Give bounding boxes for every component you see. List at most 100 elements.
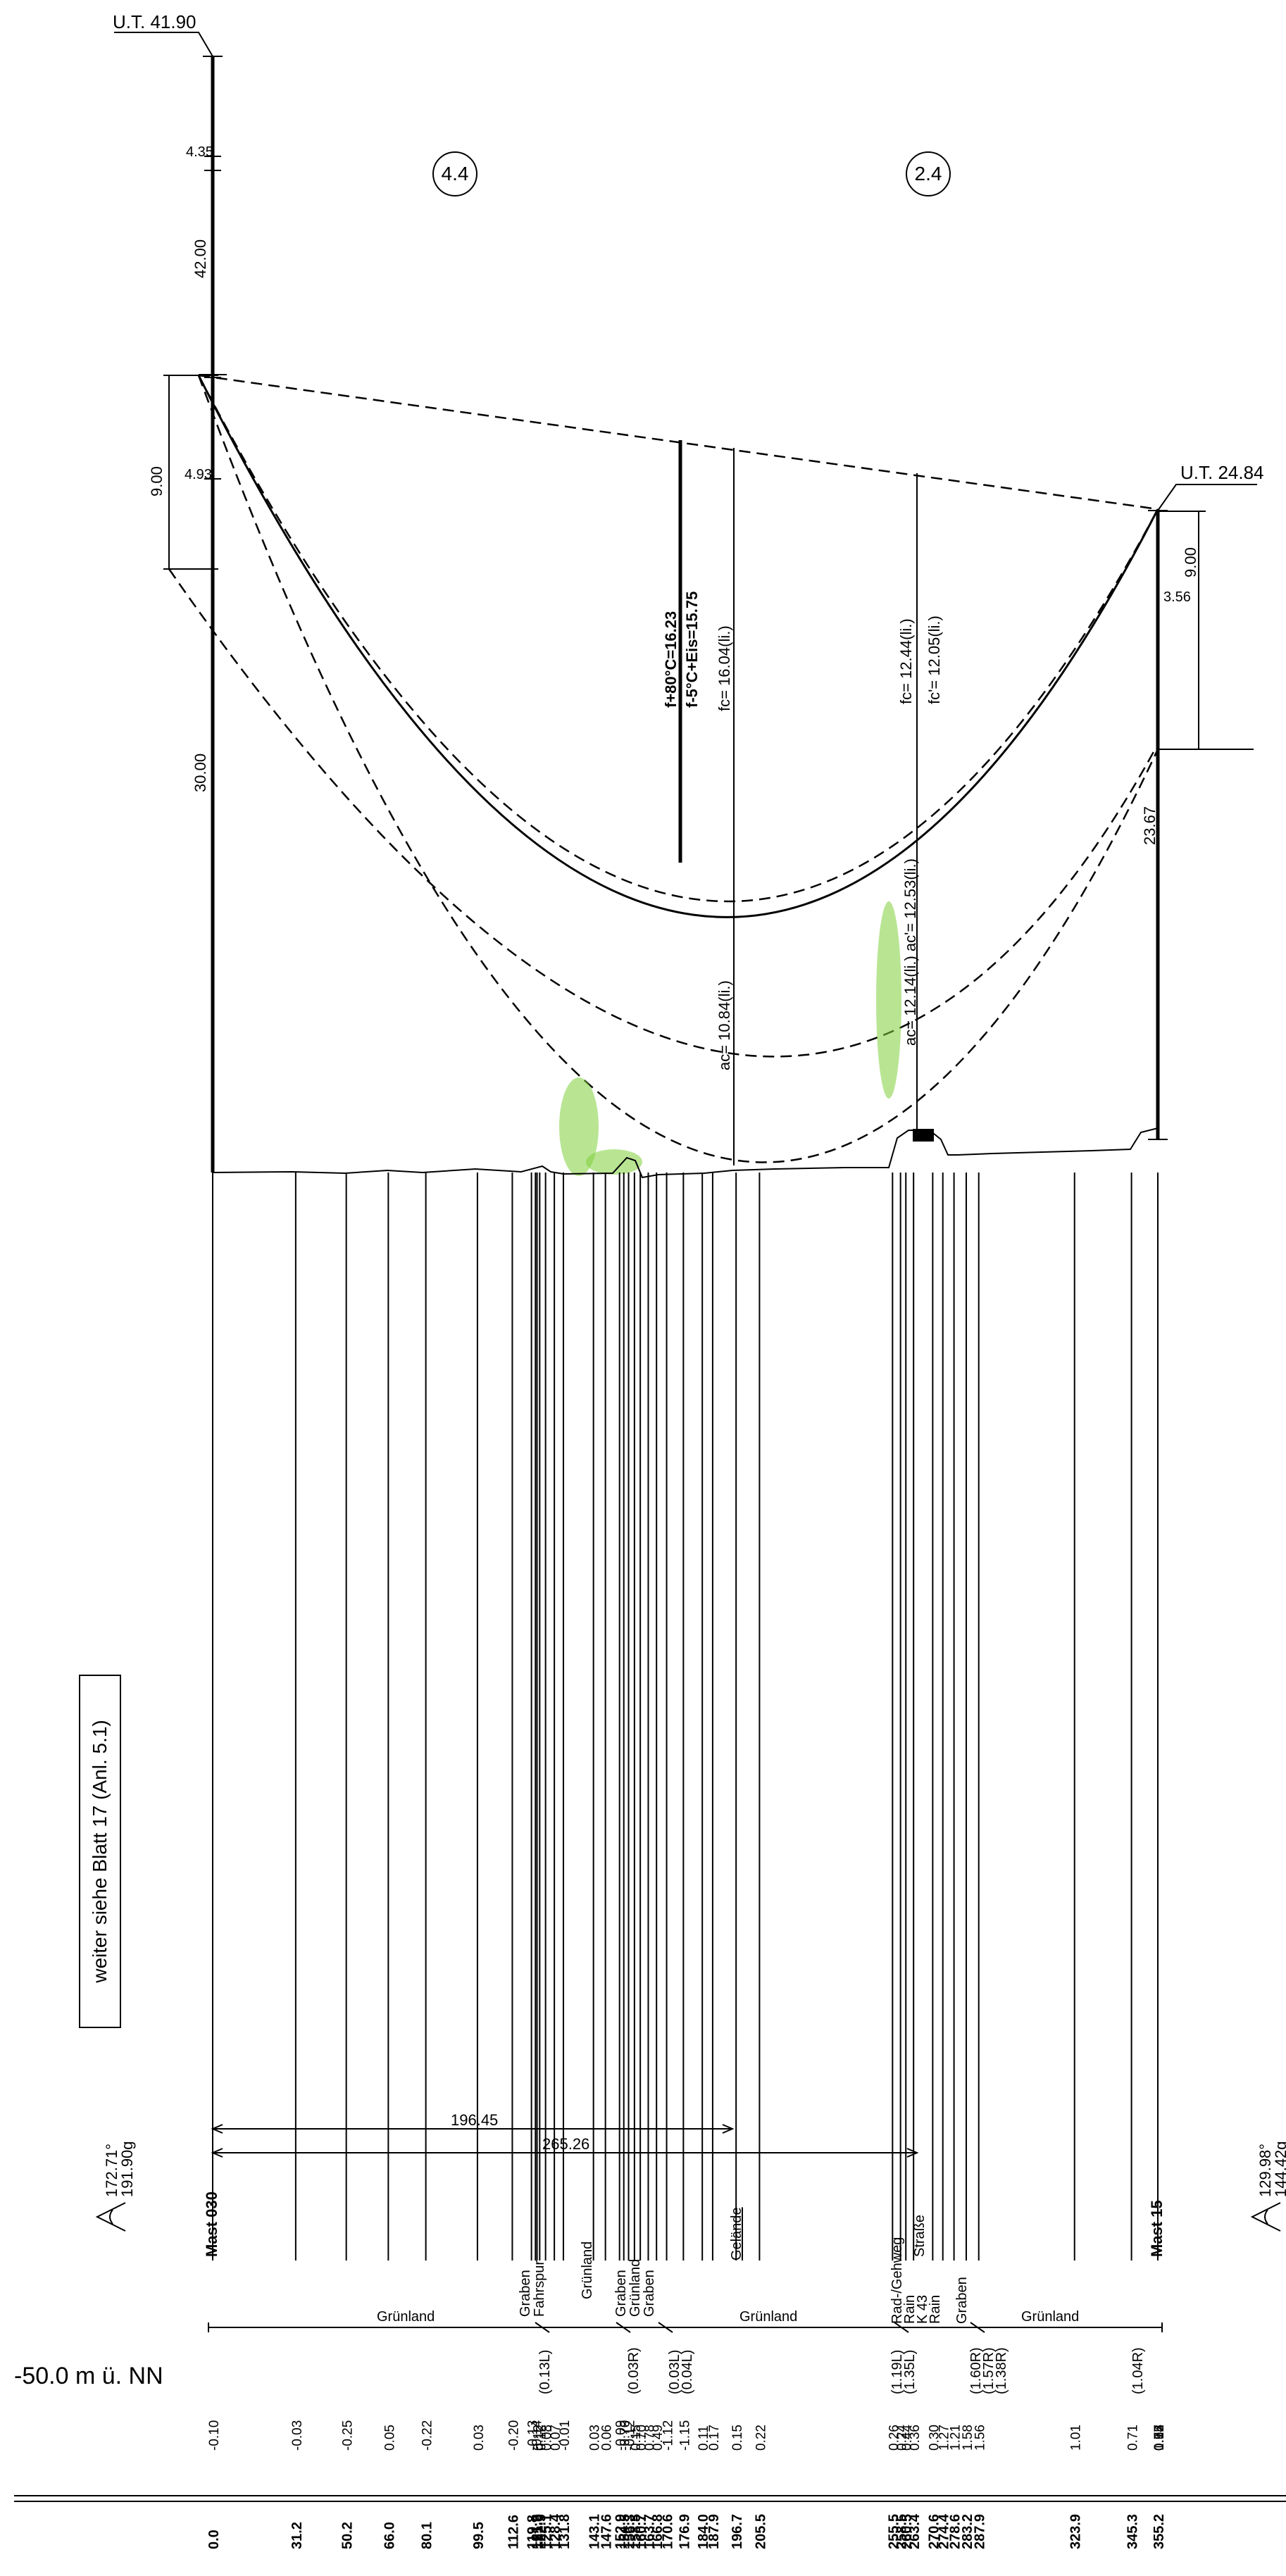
station-value: 119.8 — [525, 2515, 541, 2549]
elevation-diff-value: 0.15 — [629, 2425, 644, 2451]
elevation-diff-value: 0.24 — [895, 2425, 910, 2451]
elevation-diff-value: 1.21 — [949, 2425, 963, 2451]
station-value: 274.4 — [937, 2513, 952, 2549]
sag-f80: f+80°C=16.23 — [662, 611, 680, 708]
station-value: 170.6 — [661, 2514, 676, 2549]
station-value: 156.3 — [623, 2514, 638, 2549]
station-value: 263.4 — [907, 2513, 923, 2549]
elevation-diff-value: 0.07 — [549, 2425, 563, 2451]
station-value: 31.2 — [289, 2522, 305, 2549]
continuation-box: weiter siehe Blatt 17 (Anl. 5.1) — [79, 1675, 121, 2028]
svg-text:(0.04L): (0.04L) — [680, 2350, 695, 2394]
elevation-diff-value: -0.09 — [614, 2420, 629, 2451]
elevation-diff-value: 0.17 — [707, 2425, 722, 2451]
svg-text:191.90g: 191.90g — [118, 2141, 136, 2197]
station-value: 112.6 — [506, 2515, 521, 2549]
station-value: 184.0 — [696, 2514, 711, 2549]
elevation-diff-value: 0.06 — [600, 2425, 615, 2451]
svg-text:(1.04R): (1.04R) — [1130, 2347, 1146, 2394]
svg-text:Fahrspur: Fahrspur — [532, 2261, 547, 2317]
elevation-diff-value: -1.15 — [678, 2420, 692, 2451]
ground-profile — [212, 1127, 1159, 1179]
elevation-diff-value: -0.14 — [530, 2420, 544, 2451]
station-value: 99.5 — [471, 2522, 487, 2549]
feature-strasse: Straße — [912, 2215, 928, 2257]
station-lines — [212, 1173, 1159, 2261]
elevation-diff-value: -0.10 — [207, 2420, 222, 2451]
sag-fc-left: fc= 16.04(li.) — [716, 625, 733, 711]
station-value: 205.5 — [753, 2514, 768, 2549]
elevation-diff-value: 0.26 — [887, 2425, 901, 2451]
right-dimension-chain: 3.56 9.00 23.67 — [1141, 511, 1254, 845]
elevation-diff-value: -0.70 — [618, 2420, 633, 2451]
land-segment-2: Grünland — [580, 2242, 595, 2299]
ut-right-label: U.T. 24.84 — [1180, 462, 1264, 483]
feature-gelaende: Gelände — [729, 2207, 744, 2261]
elevation-diff-value: 0.49 — [651, 2425, 666, 2451]
land-segment-3: Grünland — [739, 2309, 797, 2325]
sag-fc2-right: fc'= 12.05(li.) — [925, 615, 943, 704]
elevation-diff-value: 0.03 — [588, 2425, 603, 2451]
dim-493: 4.93 — [185, 467, 212, 482]
svg-text:Graben: Graben — [642, 2270, 657, 2317]
sag-ac-right: ac= 12.14(li.) ac'= 12.53(li.) — [901, 858, 919, 1046]
angle-left: 172.71° 191.90g — [95, 2141, 136, 2232]
elevation-diff-value: -0.03 — [290, 2420, 305, 2451]
svg-text:(1.35L): (1.35L) — [902, 2350, 918, 2394]
elevation-diff-value: 0.36 — [908, 2425, 923, 2451]
svg-text:Graben: Graben — [518, 2270, 533, 2317]
bottom-baseline — [14, 2495, 1286, 2502]
land-segment-1: Grünland — [377, 2309, 435, 2325]
elevation-diff-value: 0.12 — [532, 2425, 547, 2451]
elevation-diff-value: -0.01 — [558, 2420, 573, 2451]
station-value: 278.6 — [948, 2514, 963, 2549]
continuation-text: weiter siehe Blatt 17 (Anl. 5.1) — [89, 1720, 111, 1983]
station-value: 147.6 — [599, 2514, 615, 2549]
elevation-diff-value: -1.12 — [661, 2420, 676, 2451]
datum-label: -50.0 m ü. NN — [14, 2363, 163, 2389]
svg-text:Graben: Graben — [954, 2277, 970, 2324]
elevation-diff-value: 0.08 — [540, 2425, 555, 2451]
dim-3000: 30.00 — [192, 754, 209, 792]
elevation-diff-value: 1.56 — [973, 2425, 988, 2451]
station-value: 270.6 — [926, 2514, 942, 2549]
svg-text:(0.03R): (0.03R) — [626, 2347, 642, 2394]
station-value: 166.8 — [650, 2514, 666, 2549]
mast-left-label: Mast 030 — [203, 2192, 220, 2257]
station-value: 50.2 — [340, 2522, 356, 2549]
station-value: 158.5 — [628, 2514, 644, 2549]
bracket-values: (0.13L) (0.03R) (0.03L) (0.04L) (1.19L) … — [537, 2347, 1146, 2394]
elevation-diff-value: -0.13 — [526, 2420, 541, 2451]
elevation-diff-value: 0.12 — [534, 2425, 549, 2451]
vegetation — [559, 901, 901, 1176]
elevation-diff-value: 0.11 — [697, 2425, 711, 2451]
sag-fc-right: fc= 12.44(li.) — [897, 618, 915, 704]
dim-900-left: 9.00 — [148, 466, 166, 496]
elevation-diff-value: 0.05 — [382, 2425, 397, 2451]
station-value: 287.9 — [973, 2514, 988, 2549]
elevation-diff-value: 0.75 — [1152, 2425, 1167, 2451]
mast-right-label: Mast 15 — [1148, 2200, 1166, 2257]
station-value: 283.2 — [960, 2514, 975, 2549]
svg-text:K 43: K 43 — [915, 2295, 930, 2324]
mast-left: U.T. 41.90 — [113, 11, 223, 1173]
svg-text:129.98°: 129.98° — [1256, 2144, 1274, 2197]
elevation-diff-value: -0.12 — [623, 2420, 638, 2451]
station-value: 125.1 — [539, 2514, 555, 2549]
svg-text:(1.38R): (1.38R) — [994, 2347, 1009, 2394]
svg-text:144.42g: 144.42g — [1272, 2141, 1286, 2197]
station-value: 154.5 — [618, 2514, 633, 2549]
svg-text:172.71°: 172.71° — [103, 2144, 120, 2197]
station-value: 163.7 — [642, 2514, 657, 2549]
elevation-diff-value: -0.22 — [420, 2420, 435, 2451]
dim-900-right: 9.00 — [1182, 547, 1199, 577]
elevation-diff-value: 1.17 — [1152, 2425, 1167, 2451]
station-value: 345.3 — [1125, 2514, 1141, 2549]
station-value: 128.4 — [548, 2513, 563, 2549]
elevation-diff-value: 1.58 — [961, 2425, 975, 2451]
circle-marker-left: 4.4 — [432, 151, 477, 196]
station-value: 80.1 — [420, 2522, 435, 2549]
svg-text:2.4: 2.4 — [915, 163, 942, 185]
station-value: 255.5 — [886, 2514, 901, 2549]
